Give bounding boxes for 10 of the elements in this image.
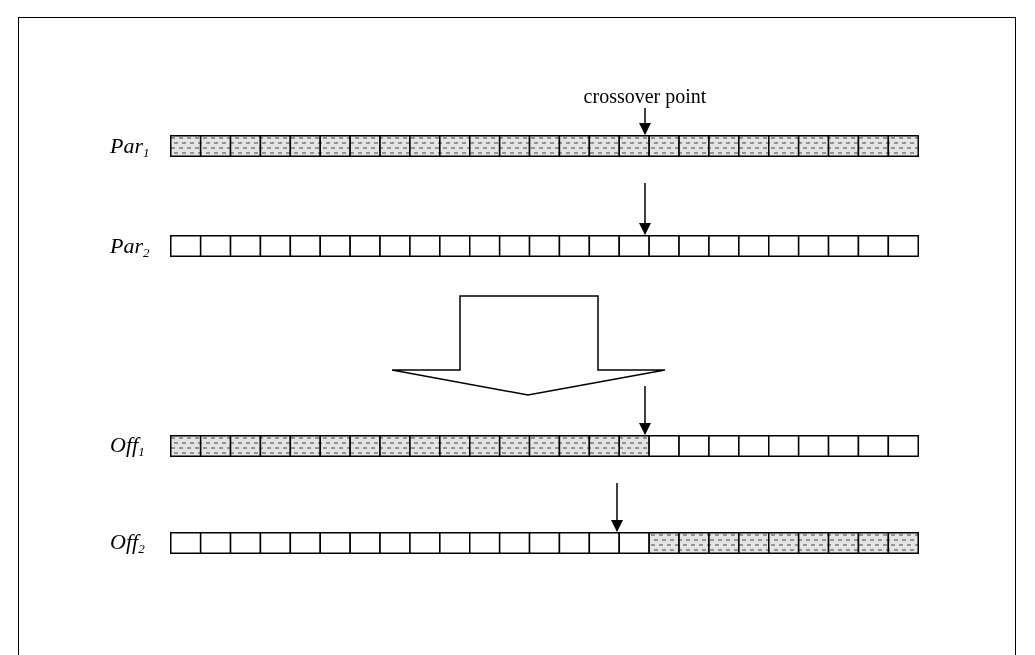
arrow xyxy=(639,182,651,235)
crossover-label: crossover point xyxy=(580,84,710,108)
arrow xyxy=(639,107,651,135)
block-arrow xyxy=(391,295,666,396)
arrow xyxy=(611,482,623,532)
row-label: Par$_{2}$ xyxy=(110,233,150,259)
row-label: Par$_{1}$ xyxy=(110,133,150,159)
arrow xyxy=(639,385,651,435)
row-label: Off$_{2}$ xyxy=(110,529,145,555)
row-label: Off$_{1}$ xyxy=(110,432,145,458)
